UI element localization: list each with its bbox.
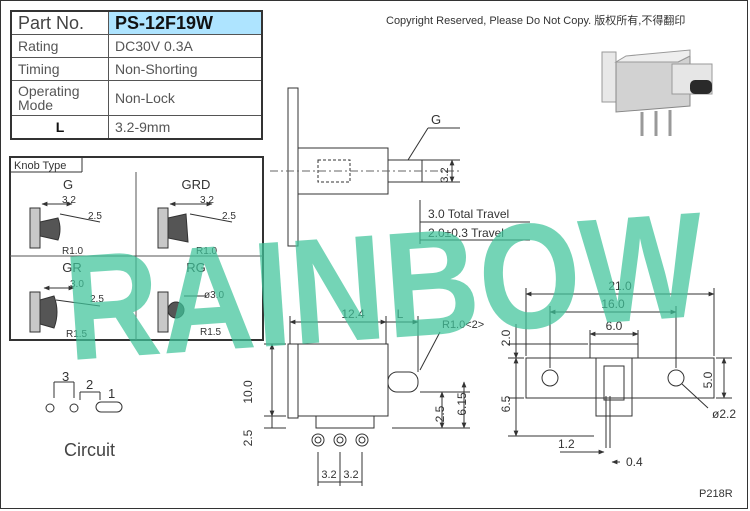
knob-rg-name: RG [186, 260, 206, 275]
spec-row-l: L 3.2-9mm [10, 115, 263, 140]
side-dim-terminal-thickness: 0.4 [626, 455, 643, 469]
circuit-pin-3: 3 [62, 369, 69, 384]
drawing-code: P218R [699, 488, 733, 500]
operating-mode-value: Non-Lock [108, 80, 263, 116]
knob-rg-dim-diameter: ø3.0 [204, 290, 224, 301]
side-dim-body-width: 6.0 [606, 319, 623, 333]
front-dim-knob-offset: 2.5 [433, 405, 447, 422]
operating-mode-label-line1: Operating [18, 83, 80, 99]
knob-g-name: G [63, 177, 73, 192]
knob-g-dim-width: 3.2 [62, 195, 76, 206]
knob-type-panel: Knob Type G 3.2 2.5 R1.0 GRD 3.2 2.5 R1.… [9, 156, 264, 341]
knob-grd-dim-radius: R1.0 [196, 246, 218, 257]
knob-g-dim-height: 2.5 [88, 211, 102, 222]
front-dim-pitch-1: 3.2 [321, 469, 336, 481]
knob-rg-dim-radius: R1.5 [200, 327, 222, 338]
operating-mode-label-line2: Mode [18, 97, 54, 113]
spec-table: Part No. PS-12F19W Rating DC30V 0.3A Tim… [10, 10, 263, 140]
top-view-drawing [270, 87, 462, 247]
side-dim-hole: ø2.2 [712, 407, 736, 421]
circuit-pin-2: 2 [86, 377, 93, 392]
side-dim-height: 6.5 [499, 395, 513, 412]
part-no-label: Part No. [10, 10, 109, 35]
l-value: 3.2-9mm [108, 115, 263, 140]
rating-label: Rating [10, 34, 109, 58]
side-dim-terminal-width: 1.2 [558, 437, 575, 451]
knob-gr-name: GR [62, 260, 82, 275]
knob-grd-drawing [157, 201, 233, 249]
front-dim-base: 2.5 [241, 429, 255, 446]
knob-gr-drawing [29, 285, 101, 333]
side-dim-top: 2.0 [499, 329, 513, 346]
total-travel-label: 3.0 Total Travel [428, 207, 509, 221]
knob-g-drawing [29, 201, 101, 249]
watermark-text: RAINBOW [59, 180, 710, 392]
front-view-drawing [264, 316, 470, 486]
travel-dimensions [419, 200, 530, 244]
knob-grd-name: GRD [182, 177, 211, 192]
copyright-notice: Copyright Reserved, Please Do Not Copy. … [386, 15, 686, 27]
circuit-pin-1: 1 [108, 386, 115, 401]
side-dim-total-width: 21.0 [608, 279, 632, 293]
l-label: L [10, 115, 109, 140]
knob-grd-dim-width: 3.2 [200, 195, 214, 206]
side-dim-flange: 5.0 [701, 371, 715, 388]
front-dim-radius: R1.0<2> [442, 319, 484, 331]
side-dim-hole-pitch: 16.0 [601, 297, 625, 311]
knob-gr-dim-width: 3.0 [70, 279, 84, 290]
front-dim-l: L [397, 307, 404, 321]
top-view-knob-label: G [431, 112, 441, 127]
spec-row-rating: Rating DC30V 0.3A [10, 34, 263, 58]
front-dim-pitch-2: 3.2 [343, 469, 358, 481]
front-dim-height: 10.0 [241, 380, 255, 404]
product-render [601, 49, 713, 136]
side-view-drawing [508, 288, 732, 465]
operating-travel-label: 2.0±0.3 Travel [428, 226, 504, 240]
top-view-dim: 3.2 [439, 167, 451, 182]
spec-row-timing: Timing Non-Shorting [10, 57, 263, 81]
timing-value: Non-Shorting [108, 57, 263, 81]
knob-g-dim-radius: R1.0 [62, 246, 84, 257]
knob-gr-dim-radius: R1.5 [66, 329, 88, 340]
circuit-label: Circuit [64, 440, 116, 460]
front-dim-knob-height: 6.15 [455, 392, 469, 416]
knob-gr-dim-height: 2.5 [90, 294, 104, 305]
knob-rg-drawing [157, 291, 206, 333]
knob-grd-dim-height: 2.5 [222, 211, 236, 222]
knob-type-title: Knob Type [14, 160, 66, 172]
circuit-diagram [45, 381, 123, 413]
front-dim-body-length: 12.4 [341, 307, 365, 321]
